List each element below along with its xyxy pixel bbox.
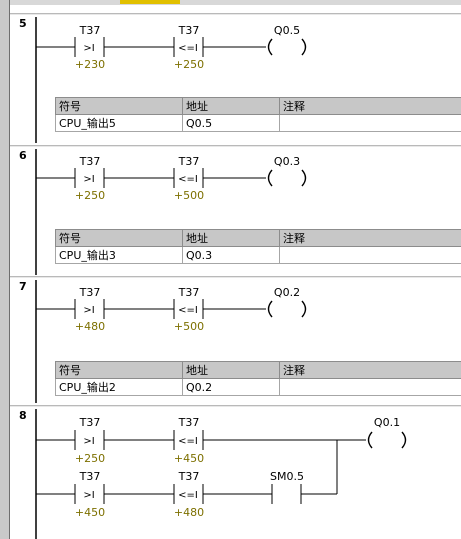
symbol-header: 符号 [55, 97, 183, 115]
contact-name: T37 [178, 286, 200, 299]
coil-name: Q0.3 [274, 155, 300, 168]
coil-left-arc [267, 300, 273, 318]
compare-operator: <=I [178, 490, 198, 501]
network-separator [10, 146, 461, 147]
network-number: 6 [19, 149, 27, 162]
coil-left-arc [267, 169, 273, 187]
address-header: 地址 [182, 361, 280, 379]
compare-operator: <=I [178, 305, 198, 316]
network-separator [10, 276, 461, 277]
ladder-diagram[interactable]: T37 >I +250 T37 <=I +450 Q0.1 T37 >I +45… [10, 407, 461, 539]
compare-value: +250 [174, 58, 204, 71]
network-number: 8 [19, 409, 27, 422]
symbol-cell[interactable]: CPU_输出2 [55, 378, 183, 396]
contact-name: T37 [178, 24, 200, 37]
network-separator [10, 405, 461, 406]
compare-value: +500 [174, 320, 204, 333]
coil-left-arc [267, 38, 273, 56]
comment-cell[interactable] [279, 246, 461, 264]
comment-header: 注释 [279, 229, 461, 247]
ladder-diagram[interactable]: T37 >I +480 T37 <=I +500 Q0.2 [10, 278, 461, 405]
coil-right-arc [301, 169, 307, 187]
network-separator [10, 13, 461, 14]
contact-name: T37 [178, 470, 200, 483]
compare-operator: >I [83, 43, 94, 54]
gutter-border [9, 0, 10, 539]
comment-cell[interactable] [279, 114, 461, 132]
symbol-table: 符号 地址 注释 CPU_输出5 Q0.5 [55, 97, 461, 132]
network-number: 7 [19, 280, 27, 293]
tab-accent [120, 0, 180, 4]
compare-value: +480 [75, 320, 105, 333]
coil-name: Q0.5 [274, 24, 300, 37]
address-cell[interactable]: Q0.5 [182, 114, 280, 132]
network-separator [10, 145, 461, 146]
top-strip [10, 0, 461, 5]
coil-name: Q0.1 [374, 416, 400, 429]
contact-name: T37 [79, 416, 101, 429]
compare-operator: >I [83, 490, 94, 501]
compare-value: +500 [174, 189, 204, 202]
compare-value: +230 [75, 58, 105, 71]
address-cell[interactable]: Q0.3 [182, 246, 280, 264]
compare-operator: <=I [178, 43, 198, 54]
contact-name: T37 [178, 416, 200, 429]
comment-cell[interactable] [279, 378, 461, 396]
address-header: 地址 [182, 97, 280, 115]
ladder-diagram[interactable]: T37 >I +230 T37 <=I +250 Q0.5 [10, 15, 461, 145]
gutter [0, 0, 9, 539]
address-header: 地址 [182, 229, 280, 247]
coil-left-arc [367, 431, 373, 449]
symbol-cell[interactable]: CPU_输出3 [55, 246, 183, 264]
compare-operator: >I [83, 305, 94, 316]
coil-right-arc [301, 38, 307, 56]
compare-operator: >I [83, 436, 94, 447]
compare-operator: <=I [178, 174, 198, 185]
network-separator [10, 14, 461, 15]
compare-value: +250 [75, 189, 105, 202]
network-number: 5 [19, 17, 27, 30]
coil-name: Q0.2 [274, 286, 300, 299]
network-separator [10, 406, 461, 407]
symbol-header: 符号 [55, 229, 183, 247]
contact-name: SM0.5 [270, 470, 304, 483]
symbol-table: 符号 地址 注释 CPU_输出2 Q0.2 [55, 361, 461, 396]
comment-header: 注释 [279, 361, 461, 379]
compare-value: +450 [75, 506, 105, 519]
network-6[interactable]: 6 T37 >I +250 T37 <=I +500 Q0.3 符号 地址 注释… [10, 147, 461, 277]
contact-name: T37 [178, 155, 200, 168]
network-5[interactable]: 5 T37 >I +230 T37 <=I +250 Q0.5 符号 地址 注释… [10, 15, 461, 145]
coil-right-arc [301, 300, 307, 318]
compare-operator: <=I [178, 436, 198, 447]
symbol-cell[interactable]: CPU_输出5 [55, 114, 183, 132]
contact-name: T37 [79, 286, 101, 299]
compare-value: +450 [174, 452, 204, 465]
address-cell[interactable]: Q0.2 [182, 378, 280, 396]
network-8[interactable]: 8 T37 >I +250 T37 <=I +450 Q0.1 T37 >I +… [10, 407, 461, 539]
compare-value: +480 [174, 506, 204, 519]
contact-name: T37 [79, 24, 101, 37]
compare-operator: >I [83, 174, 94, 185]
comment-header: 注释 [279, 97, 461, 115]
coil-right-arc [401, 431, 407, 449]
network-7[interactable]: 7 T37 >I +480 T37 <=I +500 Q0.2 符号 地址 注释… [10, 278, 461, 405]
contact-name: T37 [79, 155, 101, 168]
network-separator [10, 277, 461, 278]
compare-value: +250 [75, 452, 105, 465]
symbol-table: 符号 地址 注释 CPU_输出3 Q0.3 [55, 229, 461, 264]
ladder-diagram[interactable]: T37 >I +250 T37 <=I +500 Q0.3 [10, 147, 461, 277]
contact-name: T37 [79, 470, 101, 483]
symbol-header: 符号 [55, 361, 183, 379]
